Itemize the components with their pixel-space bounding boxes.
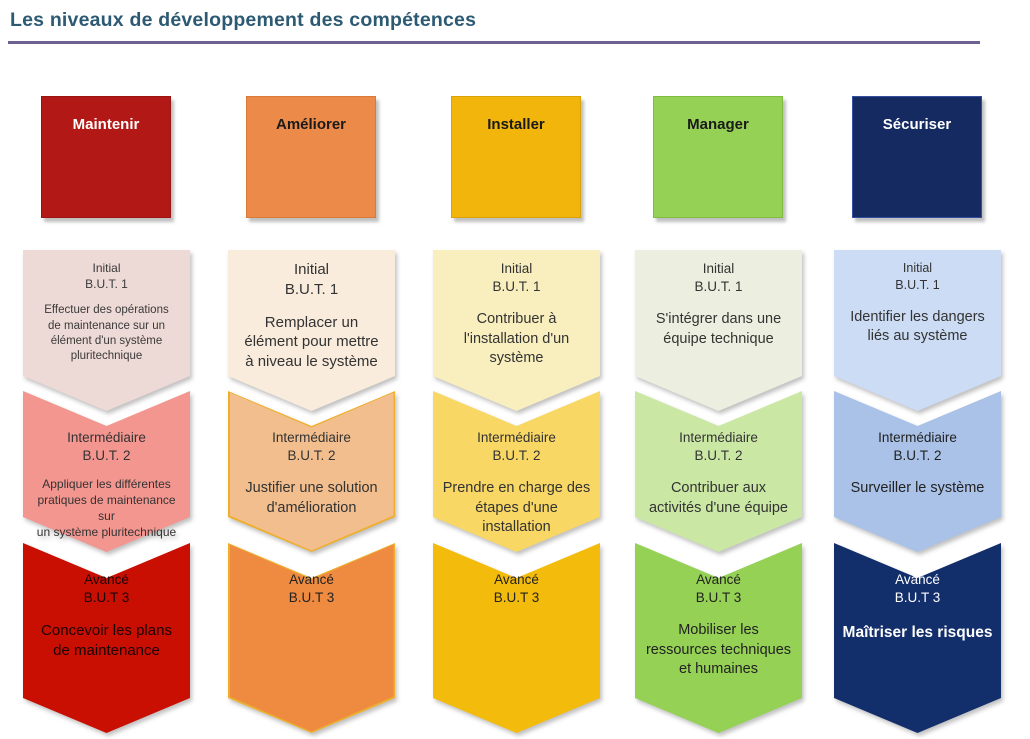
title-underline <box>8 41 980 44</box>
level-name: Initial <box>702 261 735 276</box>
level-description: Identifier les dangers liés au système <box>850 308 985 344</box>
level-chevron-initial: Initial B.U.T. 1 Identifier les dangers … <box>834 250 1001 411</box>
column-header: Maintenir <box>41 96 171 218</box>
level-description: Prendre en charge des étapes d'une insta… <box>442 480 591 535</box>
level-but: B.U.T. 1 <box>85 277 128 292</box>
level-description: Effectuer des opérations de maintenance … <box>44 304 169 362</box>
level-name: Initial <box>92 261 121 275</box>
column-header: Installer <box>451 96 581 218</box>
level-name: Intermédiaire <box>272 430 351 445</box>
column-header-label: Manager <box>687 116 749 133</box>
level-name: Intermédiaire <box>477 430 556 445</box>
level-name: Avancé <box>494 572 539 587</box>
column-header: Manager <box>653 96 783 218</box>
level-chevron-intermediaire: Intermédiaire B.U.T. 2 Appliquer les dif… <box>23 391 190 552</box>
level-but: B.U.T. 2 <box>893 448 942 464</box>
level-description: Justifier une solution d'amélioration <box>245 480 378 516</box>
column-header-label: Sécuriser <box>882 116 952 133</box>
level-but: B.U.T. 1 <box>895 277 940 292</box>
level-but: B.U.T. 1 <box>284 281 339 299</box>
level-but: B.U.T. 2 <box>492 448 541 464</box>
level-description: Remplacer un élément pour mettre à nivea… <box>244 313 379 371</box>
level-chevron-avance: Avancé B.U.T 3 Maîtriser les risques <box>834 543 1001 733</box>
level-description: Surveiller le système <box>850 480 985 497</box>
level-but: B.U.T. 2 <box>694 448 743 464</box>
column-securiser: Sécuriser Initial B.U.T. 1 Identifier le… <box>834 0 1001 739</box>
level-chevron-initial: Initial B.U.T. 1 Contribuer à l'installa… <box>433 250 600 411</box>
level-but: B.U.T 3 <box>83 590 130 606</box>
level-description: Contribuer à l'installation d'un système <box>463 311 570 366</box>
level-but: B.U.T 3 <box>493 590 540 606</box>
column-header-label: Installer <box>487 116 545 133</box>
column-header-label: Maintenir <box>72 116 140 133</box>
column-manager: Manager Initial B.U.T. 1 S'intégrer dans… <box>635 0 802 739</box>
level-name: Initial <box>902 261 933 275</box>
level-chevron-avance: Avancé B.U.T 3 Concevoir les plans de ma… <box>23 543 190 733</box>
level-name: Avancé <box>84 572 129 587</box>
level-but: B.U.T 3 <box>695 590 742 606</box>
level-name: Intermédiaire <box>679 430 758 445</box>
column-installer: Installer Initial B.U.T. 1 Contribuer à … <box>433 0 600 739</box>
level-but: B.U.T 3 <box>894 590 941 606</box>
level-name: Avancé <box>696 572 741 587</box>
column-header-label: Améliorer <box>275 116 347 133</box>
level-chevron-avance: Avancé B.U.T 3 <box>228 543 395 733</box>
level-description: Maîtriser les risques <box>842 624 993 642</box>
column-ameliorer: Améliorer Initial B.U.T. 1 Remplacer un … <box>228 0 395 739</box>
level-chevron-initial: Initial B.U.T. 1 Remplacer un élément po… <box>228 250 395 411</box>
level-description: Appliquer les différentes pratiques de m… <box>36 477 177 539</box>
level-description: Concevoir les plans de maintenance <box>41 622 172 660</box>
level-but: B.U.T. 2 <box>82 448 131 464</box>
level-description: Contribuer aux activités d'une équipe <box>648 480 788 516</box>
level-name: Initial <box>293 261 330 278</box>
level-name: Intermédiaire <box>878 430 957 445</box>
level-name: Avancé <box>895 572 940 587</box>
column-header: Sécuriser <box>852 96 982 218</box>
level-description: Mobiliser les ressources techniques et h… <box>645 622 792 677</box>
page-title: Les niveaux de développement des compéte… <box>10 9 477 31</box>
level-name: Intermédiaire <box>67 430 146 445</box>
level-but: B.U.T. 1 <box>492 279 541 295</box>
level-chevron-avance: Avancé B.U.T 3 Mobiliser les ressources … <box>635 543 802 733</box>
level-chevron-initial: Initial B.U.T. 1 S'intégrer dans une équ… <box>635 250 802 411</box>
level-chevron-initial: Initial B.U.T. 1 Effectuer des opération… <box>23 250 190 411</box>
column-header: Améliorer <box>246 96 376 218</box>
level-name: Avancé <box>289 572 334 587</box>
level-chevron-intermediaire: Intermédiaire B.U.T. 2 Prendre en charge… <box>433 391 600 552</box>
level-chevron-intermediaire: Intermédiaire B.U.T. 2 Justifier une sol… <box>228 391 395 552</box>
level-chevron-intermediaire: Intermédiaire B.U.T. 2 Surveiller le sys… <box>834 391 1001 552</box>
level-chevron-avance: Avancé B.U.T 3 <box>433 543 600 733</box>
level-but: B.U.T. 1 <box>694 279 743 295</box>
level-chevron-intermediaire: Intermédiaire B.U.T. 2 Contribuer aux ac… <box>635 391 802 552</box>
level-but: B.U.T 3 <box>288 590 335 606</box>
column-maintenir: Maintenir Initial B.U.T. 1 Effectuer des… <box>23 0 190 739</box>
level-description: S'intégrer dans une équipe technique <box>655 311 782 347</box>
level-name: Initial <box>500 261 533 276</box>
level-but: B.U.T. 2 <box>287 448 336 464</box>
